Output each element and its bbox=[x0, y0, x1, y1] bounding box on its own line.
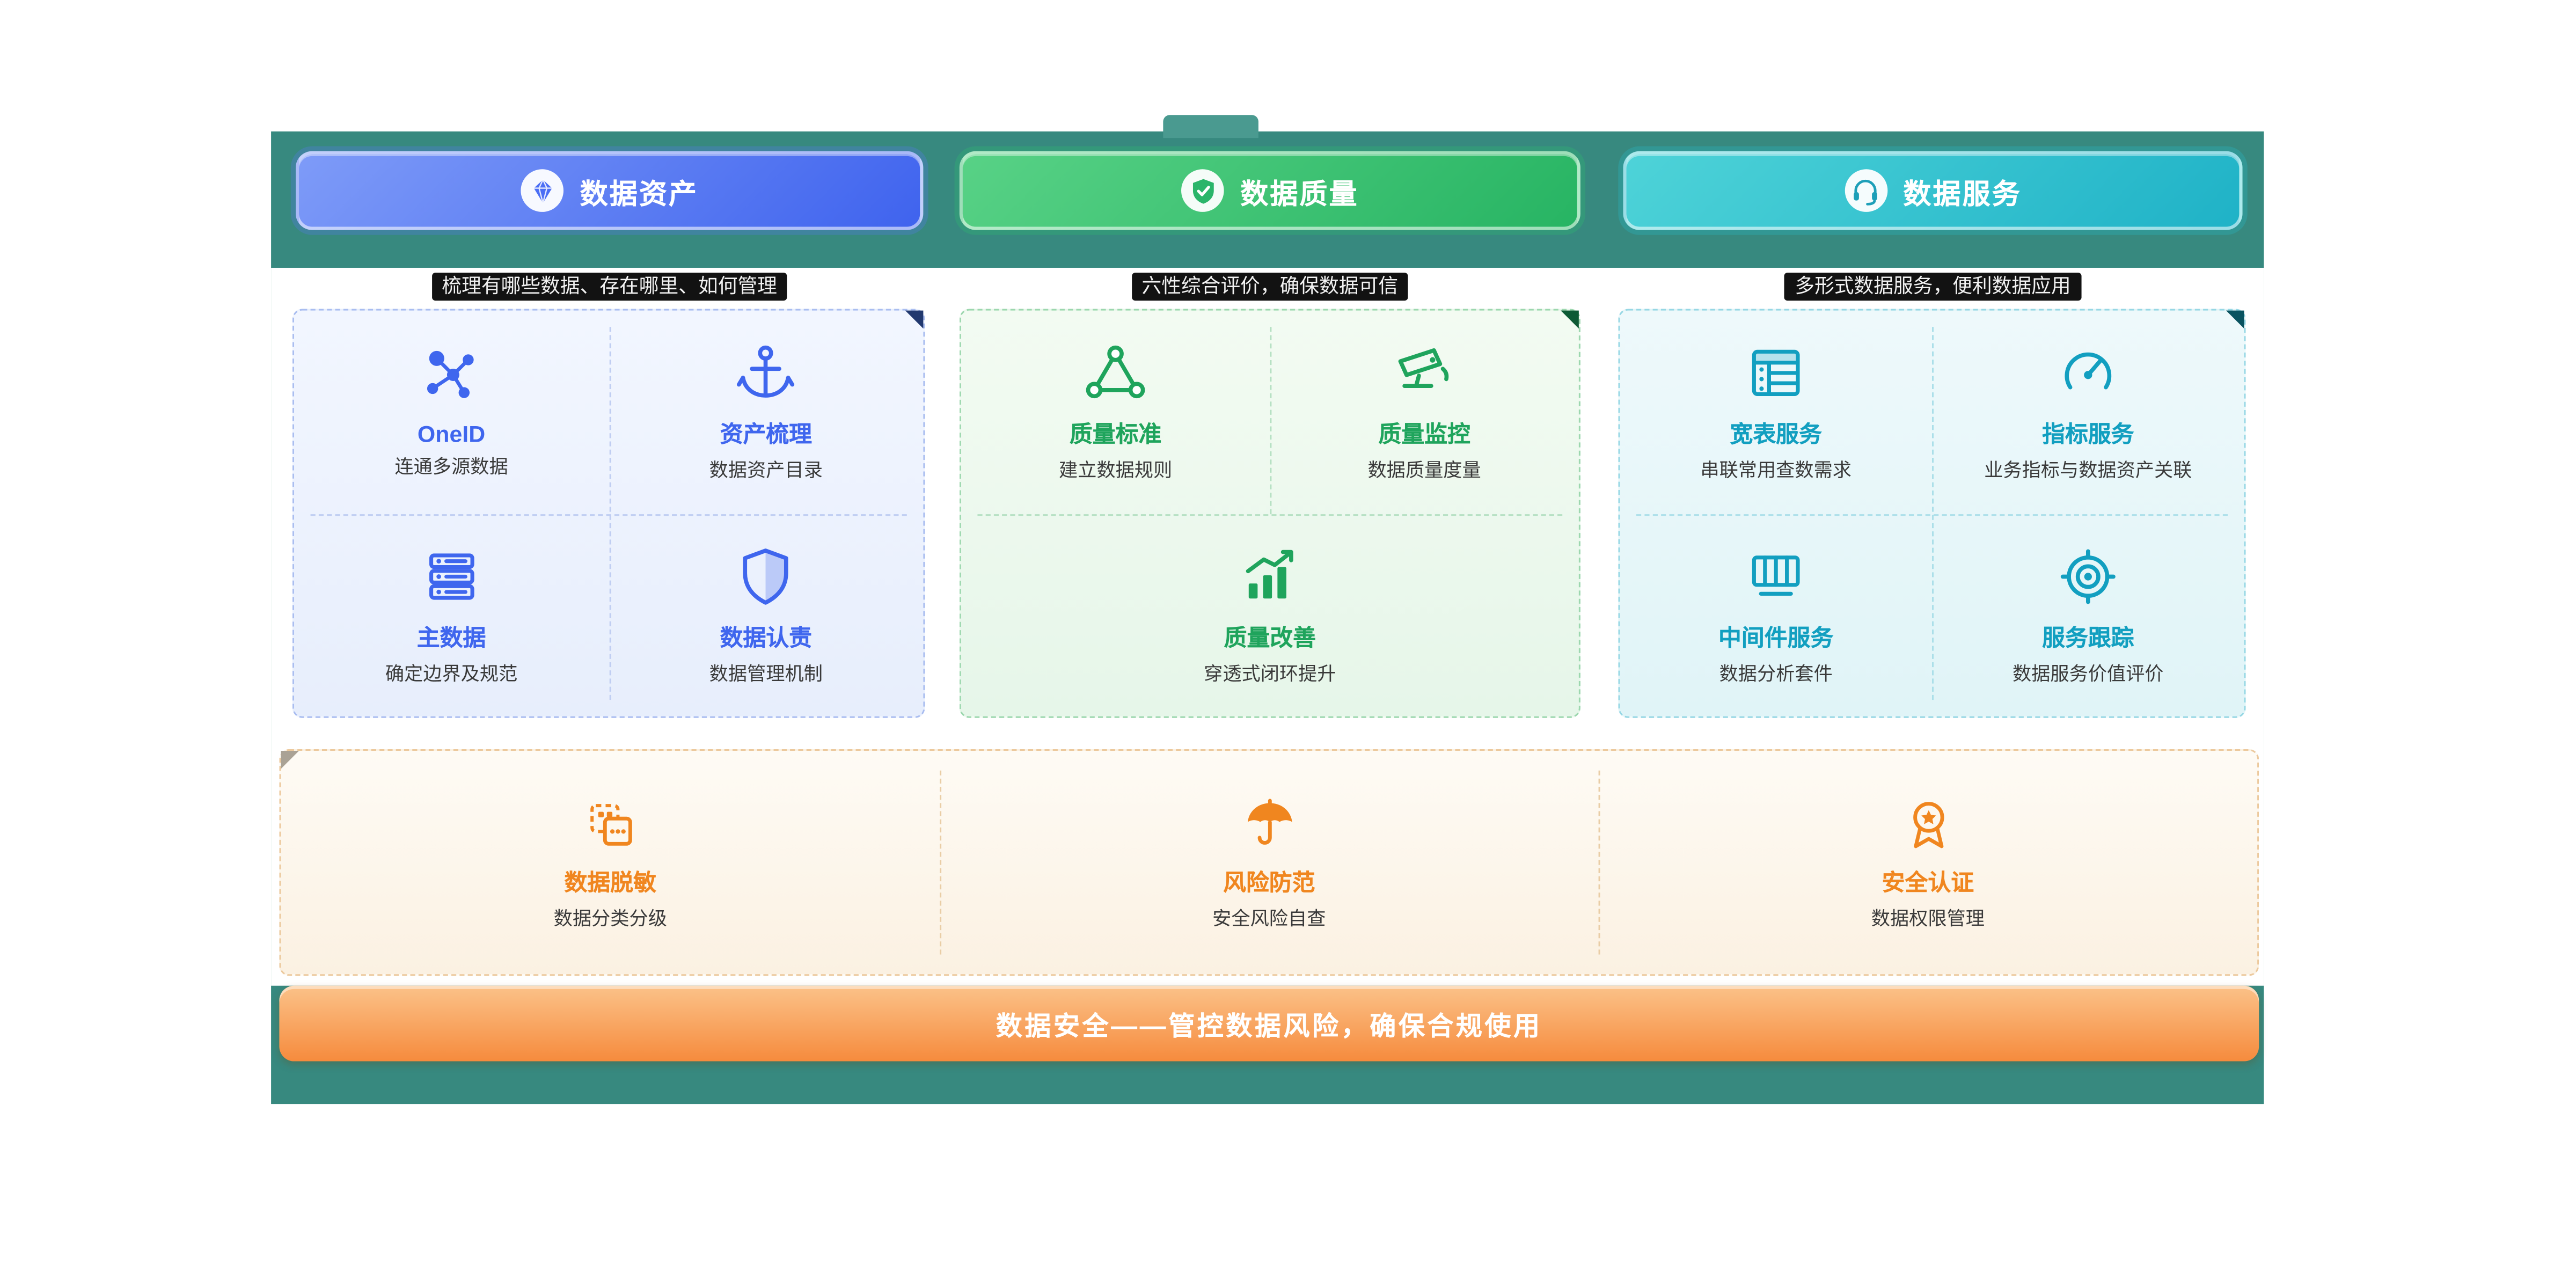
gem-icon bbox=[521, 169, 564, 212]
service-item-metrics: 指标服务 业务指标与数据资产关联 bbox=[1932, 311, 2244, 514]
gauge-icon bbox=[2055, 340, 2121, 406]
item-title: 质量标准 bbox=[1069, 421, 1162, 448]
item-title: 中间件服务 bbox=[1718, 624, 1834, 650]
anchor-icon bbox=[733, 340, 799, 406]
divider bbox=[310, 513, 907, 515]
subtitle-data-services: 多形式数据服务，便利数据应用 bbox=[1623, 273, 2242, 301]
item-title: 安全认证 bbox=[1882, 868, 1974, 895]
security-item-cert: 安全认证 数据权限管理 bbox=[1599, 751, 2258, 974]
badge-icon bbox=[1898, 794, 1957, 853]
item-title: 风险防范 bbox=[1223, 868, 1315, 895]
subtitle-data-quality: 六性综合评价，确保数据可信 bbox=[960, 273, 1580, 301]
item-title: 宽表服务 bbox=[1730, 421, 1822, 448]
service-item-tracking: 服务跟踪 数据服务价值评价 bbox=[1932, 514, 2244, 716]
umbrella-icon bbox=[1240, 794, 1299, 853]
chart-up-icon bbox=[1237, 543, 1302, 609]
item-desc: 数据权限管理 bbox=[1871, 909, 1985, 930]
divider bbox=[1598, 770, 1600, 955]
security-banner: 数据安全——管控数据风险，确保合规使用 bbox=[279, 985, 2259, 1062]
quality-item-monitor: 质量监控 数据质量度量 bbox=[1270, 311, 1579, 514]
middleware-icon bbox=[1743, 543, 1809, 609]
item-desc: 数据分析套件 bbox=[1719, 665, 1833, 685]
card-data-assets: OneID 连通多源数据 资产梳理 数据资产目录 主数据 确定边界及规范 数据认… bbox=[292, 309, 925, 718]
item-title: 质量监控 bbox=[1378, 421, 1470, 448]
quality-item-improve: 质量改善 穿透式闭环提升 bbox=[961, 514, 1579, 716]
shield-check-icon bbox=[1181, 169, 1224, 212]
service-item-middleware: 中间件服务 数据分析套件 bbox=[1620, 514, 1932, 716]
divider bbox=[977, 513, 1563, 515]
header-label: 数据资产 bbox=[580, 178, 699, 210]
top-tab-decoration bbox=[1163, 115, 1258, 138]
item-desc: 建立数据规则 bbox=[1058, 462, 1173, 482]
server-icon bbox=[419, 543, 484, 609]
header-pill-data-quality[interactable]: 数据质量 bbox=[959, 151, 1580, 230]
table-icon bbox=[1743, 340, 1809, 406]
corner-fold bbox=[905, 310, 924, 329]
item-title: 数据脱敏 bbox=[564, 868, 656, 895]
divider bbox=[939, 770, 941, 955]
shield-icon bbox=[733, 543, 799, 609]
quality-item-standard: 质量标准 建立数据规则 bbox=[961, 311, 1270, 514]
asset-item-oneid: OneID 连通多源数据 bbox=[294, 311, 609, 514]
corner-fold bbox=[281, 750, 299, 769]
item-desc: 确定边界及规范 bbox=[385, 665, 518, 685]
asset-item-master-data: 主数据 确定边界及规范 bbox=[294, 514, 609, 716]
card-data-services: 宽表服务 串联常用查数需求 指标服务 业务指标与数据资产关联 中间件服务 数据分… bbox=[1618, 309, 2246, 718]
item-title: OneID bbox=[417, 421, 486, 448]
item-title: 主数据 bbox=[416, 624, 486, 650]
asset-item-combing: 资产梳理 数据资产目录 bbox=[609, 311, 923, 514]
item-desc: 数据管理机制 bbox=[709, 665, 823, 685]
security-panel: 数据脱敏 数据分类分级 风险防范 安全风险自查 安全认证 数据权限管理 bbox=[279, 749, 2259, 976]
network-icon bbox=[419, 344, 484, 409]
item-desc: 数据质量度量 bbox=[1367, 462, 1481, 482]
item-desc: 数据资产目录 bbox=[709, 462, 823, 482]
item-desc: 串联常用查数需求 bbox=[1700, 462, 1851, 482]
subtitle-text: 六性综合评价，确保数据可信 bbox=[1132, 273, 1408, 301]
divider bbox=[1636, 513, 2228, 515]
item-desc: 连通多源数据 bbox=[394, 458, 508, 479]
item-title: 服务跟踪 bbox=[2042, 624, 2134, 650]
service-item-wide-table: 宽表服务 串联常用查数需求 bbox=[1620, 311, 1932, 514]
cctv-icon bbox=[1392, 340, 1457, 406]
headset-icon bbox=[1844, 169, 1887, 212]
item-desc: 安全风险自查 bbox=[1212, 909, 1326, 930]
header-pill-data-assets[interactable]: 数据资产 bbox=[296, 151, 924, 230]
subtitle-data-assets: 梳理有哪些数据、存在哪里、如何管理 bbox=[296, 273, 923, 301]
item-title: 数据认责 bbox=[720, 624, 813, 650]
item-desc: 数据服务价值评价 bbox=[2012, 665, 2164, 685]
target-icon bbox=[2055, 543, 2121, 609]
security-banner-text: 数据安全——管控数据风险，确保合规使用 bbox=[996, 1013, 1542, 1042]
header-pill-data-services[interactable]: 数据服务 bbox=[1623, 151, 2243, 230]
header-label: 数据服务 bbox=[1903, 178, 2022, 210]
item-desc: 数据分类分级 bbox=[553, 909, 667, 930]
item-title: 质量改善 bbox=[1224, 624, 1316, 650]
security-item-masking: 数据脱敏 数据分类分级 bbox=[281, 751, 940, 974]
security-item-risk: 风险防范 安全风险自查 bbox=[940, 751, 1599, 974]
subtitle-text: 多形式数据服务，便利数据应用 bbox=[1784, 273, 2081, 301]
triangle-nodes-icon bbox=[1082, 340, 1148, 406]
item-title: 指标服务 bbox=[2042, 421, 2134, 448]
asset-item-accountability: 数据认责 数据管理机制 bbox=[609, 514, 923, 716]
masking-icon bbox=[581, 794, 640, 853]
corner-fold bbox=[2226, 310, 2244, 329]
item-title: 资产梳理 bbox=[720, 421, 813, 448]
item-desc: 业务指标与数据资产关联 bbox=[1984, 462, 2192, 482]
card-data-quality: 质量标准 建立数据规则 质量监控 数据质量度量 质量改善 穿透式闭环提升 bbox=[959, 309, 1580, 718]
item-desc: 穿透式闭环提升 bbox=[1204, 665, 1336, 685]
subtitle-text: 梳理有哪些数据、存在哪里、如何管理 bbox=[432, 273, 787, 301]
header-label: 数据质量 bbox=[1240, 178, 1359, 210]
corner-fold bbox=[1561, 310, 1579, 329]
divider bbox=[1270, 327, 1272, 514]
